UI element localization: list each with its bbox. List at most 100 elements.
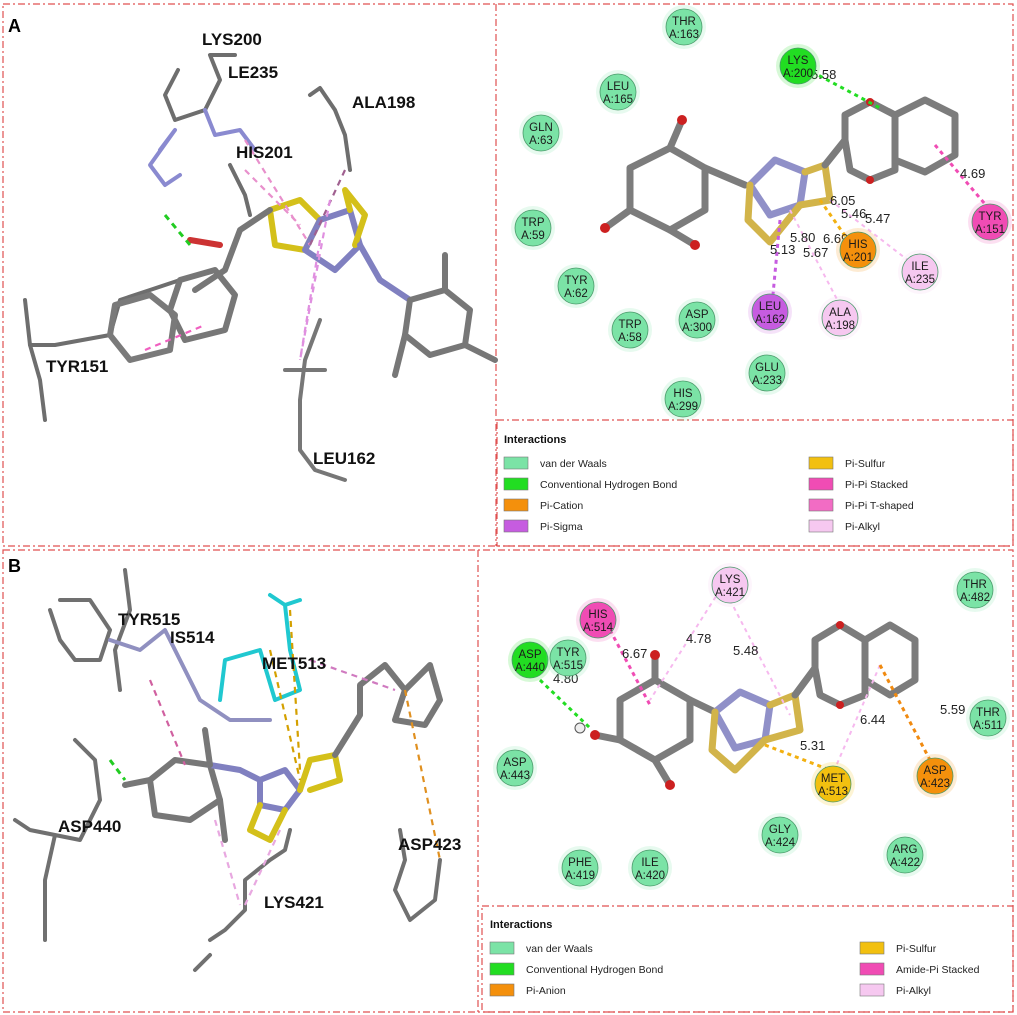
- legend-swatch: [808, 456, 834, 470]
- dist-b-5: 5.31: [800, 738, 825, 753]
- residue-number: A:420: [635, 870, 665, 882]
- residue-name: TRP: [619, 319, 642, 331]
- residues-2d-b: LYSA:421THRA:482HISA:514ASPA:440TYRA:515…: [493, 563, 1010, 890]
- residue-number: A:514: [583, 622, 614, 634]
- residue-name: GLU: [755, 362, 779, 374]
- residue-number: A:515: [553, 660, 583, 672]
- residue-name: ALA: [829, 307, 851, 319]
- dist-b-1: 6.67: [622, 646, 647, 661]
- legend-swatch: [489, 962, 515, 976]
- residue-name: HIS: [588, 609, 608, 621]
- residue-disc: [514, 209, 552, 247]
- residue-disc: [711, 566, 749, 604]
- residues-2d-a: THRA:163LYSA:200LEUA:165GLNA:63TRPA:59TY…: [511, 5, 1012, 421]
- legend-item: Pi-Pi Stacked: [808, 477, 908, 491]
- residue-number: A:58: [618, 332, 642, 344]
- legend-label: Pi-Anion: [526, 985, 566, 997]
- legend-label: Conventional Hydrogen Bond: [526, 964, 663, 976]
- residue-name: TRP: [522, 217, 545, 229]
- legend-item: van der Waals: [489, 941, 593, 955]
- residue-disc: [522, 114, 560, 152]
- residue-disc: [557, 267, 595, 305]
- residue-name: TYR: [565, 275, 588, 287]
- legend-swatch: [859, 983, 885, 997]
- dist-b-3: 5.48: [733, 643, 758, 658]
- residue-name: ASP: [685, 309, 708, 321]
- legend-swatch: [503, 519, 529, 533]
- residue-name: GLY: [769, 824, 791, 836]
- label-3d-ala198: ALA198: [352, 93, 415, 112]
- interactions-3d-a: [144, 139, 346, 361]
- legend-label: van der Waals: [526, 943, 593, 955]
- end-atoms-a: [600, 98, 874, 250]
- legend-swatch: [859, 941, 885, 955]
- legend-item: Conventional Hydrogen Bond: [503, 477, 677, 491]
- residue-number: A:513: [818, 786, 848, 798]
- legend-label: Pi-Sulfur: [845, 458, 886, 470]
- residue-number: A:163: [669, 29, 699, 41]
- dist-b-6: 6.44: [860, 712, 885, 727]
- residue-disc: [611, 311, 649, 349]
- label-3d-asp423: ASP423: [398, 835, 461, 854]
- legend-swatch: [489, 941, 515, 955]
- protein-sticks-a: [23, 53, 352, 482]
- label-3d-his201: HIS201: [236, 143, 293, 162]
- legend-swatch: [808, 477, 834, 491]
- legend-item: Pi-Anion: [489, 983, 566, 997]
- end-atoms-b: [574, 621, 844, 790]
- dist-a-6: 5.80: [790, 230, 815, 245]
- residue-number: A:165: [603, 94, 633, 106]
- legend-title: Interactions: [504, 434, 566, 446]
- legend-swatch: [503, 456, 529, 470]
- legend-item: Pi-Sulfur: [808, 456, 886, 470]
- residue-name: PHE: [568, 857, 592, 869]
- residue-disc: [748, 354, 786, 392]
- residue-name: ILE: [641, 857, 659, 869]
- label-3d-met513: MET513: [262, 654, 326, 673]
- residue-disc: [751, 293, 789, 331]
- interactions-2d-b: [538, 589, 932, 781]
- residue-disc: [599, 73, 637, 111]
- residue-disc: [956, 571, 994, 609]
- residue-number: A:59: [521, 230, 545, 242]
- residue-disc: [886, 836, 924, 874]
- residue-disc: [839, 231, 877, 269]
- legend-item: Pi-Pi T-shaped: [808, 498, 914, 512]
- residue-number: A:200: [783, 68, 813, 80]
- residue-number: A:511: [973, 720, 1002, 732]
- residue-number: A:151: [975, 224, 1005, 236]
- residue-disc: [779, 47, 817, 85]
- panel-frames: [2, 3, 1014, 1013]
- legend-label: Conventional Hydrogen Bond: [540, 479, 677, 491]
- legend-swatch: [808, 498, 834, 512]
- ligand-2d-b: [591, 621, 919, 789]
- legend-label: Pi-Pi Stacked: [845, 479, 908, 491]
- residue-number: A:443: [500, 770, 530, 782]
- residue-number: A:482: [960, 592, 990, 604]
- residue-disc: [561, 849, 599, 887]
- residue-disc: [579, 601, 617, 639]
- residue-name: LEU: [607, 81, 629, 93]
- residue-disc: [496, 749, 534, 787]
- residue-number: A:162: [755, 314, 785, 326]
- residue-number: A:423: [920, 778, 950, 790]
- residue-name: HIS: [673, 388, 693, 400]
- dist-a-5: 5.47: [865, 211, 890, 226]
- legend-label: Pi-Sulfur: [896, 943, 937, 955]
- residue-number: A:299: [668, 401, 698, 413]
- frame-legend-b: [481, 905, 1014, 1013]
